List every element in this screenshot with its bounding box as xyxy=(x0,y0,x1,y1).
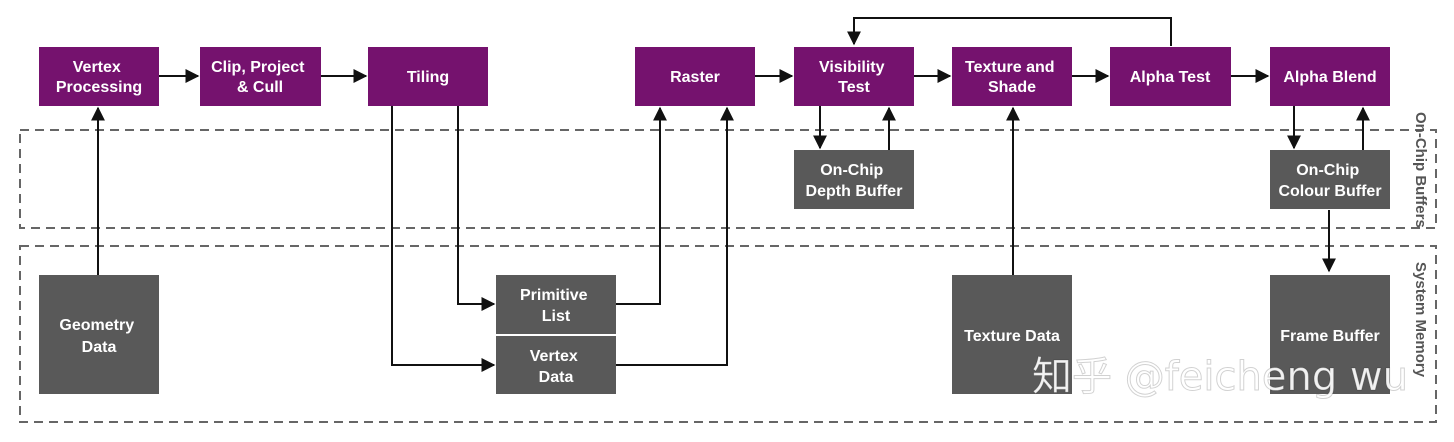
colour-buffer-line-2: Colour Buffer xyxy=(1278,183,1381,200)
vertex-processing-stage: Vertex Processing xyxy=(39,47,159,106)
svg-text:Texture and Shade: Texture and Shade xyxy=(965,59,1059,96)
pipeline-arrows xyxy=(91,17,1370,372)
texture-and-shade-stage: Texture and Shade xyxy=(952,47,1072,106)
svg-text:Visibility Test: Visibility Test xyxy=(819,59,889,96)
svg-text:Alpha Test: Alpha Test xyxy=(1130,69,1211,86)
svg-text:On-Chip Depth Buffer: On-Chip Depth Buffer xyxy=(806,162,903,200)
svg-text:Frame Buffer: Frame Buffer xyxy=(1280,328,1380,345)
primitive-list: Primitive List xyxy=(496,275,616,334)
geometry-data: Geometry Data xyxy=(39,275,159,394)
texture-data: Texture Data xyxy=(952,275,1072,394)
texture-data-label: Texture Data xyxy=(964,328,1060,345)
geometry-data-line-2: Data xyxy=(82,339,117,356)
on-chip-depth-buffer: On-Chip Depth Buffer xyxy=(794,150,914,209)
geometry-data-line-1: Geometry xyxy=(59,317,134,334)
arrow-vertex-data-to-raster xyxy=(616,106,734,366)
colour-buffer-line-1: On-Chip xyxy=(1296,162,1359,179)
arrow-tiling-to-primitive-list xyxy=(457,106,496,311)
arrow-alpha-test-loop-to-visibility xyxy=(847,17,1172,46)
depth-buffer-line-2: Depth Buffer xyxy=(806,183,903,200)
svg-text:Tiling: Tiling xyxy=(407,69,449,86)
tiling-label: Tiling xyxy=(407,69,449,86)
tiling-stage: Tiling xyxy=(368,47,488,106)
svg-text:Alpha Blend: Alpha Blend xyxy=(1283,69,1376,86)
clip-project-cull-line-2: & Cull xyxy=(237,79,283,96)
depth-buffer-line-1: On-Chip xyxy=(820,162,883,179)
alpha-blend-label: Alpha Blend xyxy=(1283,69,1376,86)
primitive-list-line-1: Primitive xyxy=(520,287,588,304)
svg-text:On-Chip Colour Buffer: On-Chip Colour Buffer xyxy=(1278,162,1381,200)
watermark-text: 知乎 @feicheng wu xyxy=(1032,354,1408,400)
visibility-test-line-2: Test xyxy=(838,79,870,96)
svg-text:Clip, Project & Cull: Clip, Project & Cull xyxy=(211,59,309,96)
alpha-test-stage: Alpha Test xyxy=(1110,47,1231,106)
svg-text:Texture Data: Texture Data xyxy=(964,328,1060,345)
frame-buffer: Frame Buffer xyxy=(1270,275,1390,394)
texture-and-shade-line-2: Shade xyxy=(988,79,1036,96)
visibility-test-line-1: Visibility xyxy=(819,59,885,76)
on-chip-buffers-label: On-Chip Buffers xyxy=(1412,112,1429,228)
vertex-data: Vertex Data xyxy=(496,336,616,394)
vertex-data-line-1: Vertex xyxy=(530,348,578,365)
svg-text:Vertex Processing: Vertex Processing xyxy=(56,59,142,96)
alpha-test-label: Alpha Test xyxy=(1130,69,1211,86)
on-chip-colour-buffer: On-Chip Colour Buffer xyxy=(1270,150,1390,209)
system-memory-label: System Memory xyxy=(1412,262,1429,378)
alpha-blend-stage: Alpha Blend xyxy=(1270,47,1390,106)
svg-text:Raster: Raster xyxy=(670,69,720,86)
vertex-processing-line-1: Vertex xyxy=(73,59,121,76)
raster-stage: Raster xyxy=(635,47,755,106)
visibility-test-stage: Visibility Test xyxy=(794,47,914,106)
svg-text:Primitive List: Primitive List xyxy=(520,287,592,325)
vertex-data-line-2: Data xyxy=(539,369,574,386)
texture-and-shade-line-1: Texture and xyxy=(965,59,1055,76)
raster-label: Raster xyxy=(670,69,720,86)
svg-text:Vertex Data: Vertex Data xyxy=(530,348,583,386)
clip-project-cull-line-1: Clip, Project xyxy=(211,59,305,76)
arrow-primitive-list-to-raster xyxy=(616,106,667,305)
vertex-processing-line-2: Processing xyxy=(56,79,142,96)
primitive-list-line-2: List xyxy=(542,308,571,325)
svg-text:Geometry Data: Geometry Data xyxy=(59,317,138,356)
clip-project-cull-stage: Clip, Project & Cull xyxy=(200,47,321,106)
arrow-tiling-to-vertex-data xyxy=(391,106,496,372)
frame-buffer-label: Frame Buffer xyxy=(1280,328,1380,345)
